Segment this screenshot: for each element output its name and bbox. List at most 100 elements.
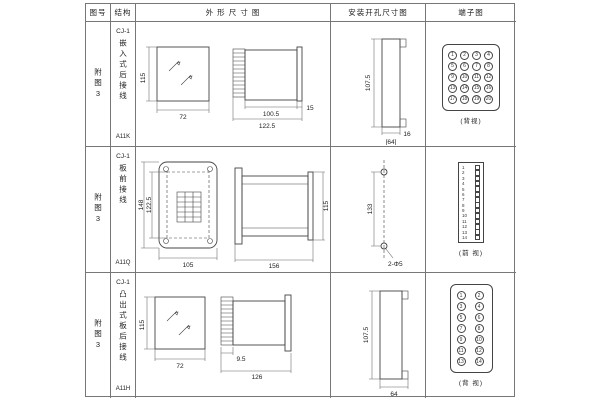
- terminal-slot: 13: [462, 230, 480, 235]
- dim-height-outer: 148: [138, 199, 145, 210]
- terminal-circle: 16: [484, 83, 493, 93]
- dim-height: 115: [140, 72, 147, 83]
- dim-body-length: 100.5: [262, 111, 279, 118]
- terminal-circle: 14: [460, 83, 469, 93]
- terminal-view-label: (背 视): [458, 380, 484, 387]
- mounting-svg-a11h: 107.5 64: [363, 290, 408, 397]
- terminal-circle: 19: [472, 94, 481, 104]
- outline-drawing-row1: 115 72 100.5 15 122.5: [136, 22, 331, 147]
- terminal-circle: 6: [460, 61, 469, 71]
- terminal-circle: 4: [474, 302, 484, 311]
- dim-length: 156: [268, 263, 279, 270]
- terminal-slot: 5: [462, 187, 480, 192]
- structure-row1: CJ-1 嵌入式后接线 A11K: [111, 22, 136, 147]
- mounting-svg-a11k: 107.5 16 [64]: [365, 38, 411, 145]
- terminal-circle: 12: [474, 346, 484, 355]
- dim-hole-span: 133: [367, 203, 374, 214]
- terminal-circle: 9: [448, 72, 457, 82]
- terminal-circle: 10: [460, 72, 469, 82]
- terminal-circle: 5: [448, 61, 457, 71]
- mounting-dimensions: 107.5 64: [363, 290, 408, 397]
- structure-name: 板前接线: [118, 164, 128, 206]
- terminal-circle: 5: [456, 313, 466, 322]
- fig-number: 附图3: [93, 67, 103, 101]
- structure-row2: CJ-1 板前接线 A11Q: [111, 147, 136, 273]
- front-dimensions: 115 72: [139, 296, 205, 370]
- terminal-view-label: (前 视): [458, 249, 484, 257]
- side-dimensions: 156 115: [234, 171, 330, 270]
- terminal-slot: 10: [462, 213, 480, 218]
- hole-pattern: [380, 159, 387, 260]
- structure-name: 凸出式板后接线: [118, 290, 128, 364]
- terminal-circle: 8: [474, 324, 484, 333]
- terminal-slot: 6: [462, 192, 480, 197]
- dim-tail: 15: [306, 105, 314, 112]
- mounting-drawing-row1: 107.5 16 [64]: [331, 22, 426, 147]
- cutout-shape: [381, 38, 406, 128]
- terminal-view-label: (背视): [460, 117, 482, 125]
- dim-height-inner: 122.5: [146, 196, 153, 213]
- dim-mount-height: 107.5: [365, 74, 372, 91]
- dim-length: 126: [251, 374, 262, 381]
- front-view: [158, 161, 217, 248]
- terminal-circle: 9: [456, 335, 466, 344]
- terminal-slot: 2: [462, 170, 480, 175]
- dim-width: 72: [176, 363, 184, 370]
- terminal-circle: 11: [472, 72, 481, 82]
- cutout-shape: [379, 290, 408, 379]
- dim-mount-width: 64: [390, 391, 398, 397]
- terminal-circle: 20: [484, 94, 493, 104]
- terminal-circle: 7: [472, 61, 481, 71]
- terminal-slot: 1: [462, 165, 480, 170]
- dim-mount-width: [64]: [385, 139, 396, 145]
- terminal-circle: 13: [448, 83, 457, 93]
- terminal-circle: 18: [460, 94, 469, 104]
- side-dimensions: 100.5 15 122.5: [232, 97, 314, 130]
- dim-width: 72: [179, 114, 187, 121]
- outline-svg-a11q: 148 122.5 105 156 115: [138, 161, 330, 270]
- front-view: [156, 46, 209, 102]
- terminal-circle: 13: [456, 357, 466, 366]
- terminal-slot: 3: [462, 176, 480, 181]
- terminal-slot: 8: [462, 203, 480, 208]
- terminal-circle: 10: [474, 335, 484, 344]
- header-structure: 结构: [111, 4, 136, 22]
- mounting-dimensions: 133 2-Φ5: [367, 171, 402, 268]
- type-code: A11Q: [115, 260, 131, 266]
- terminal-circle: 1: [448, 50, 457, 60]
- type-code: A11H: [115, 386, 131, 392]
- model-label: CJ-1: [116, 28, 130, 35]
- front-dimensions: 148 122.5 105: [138, 161, 217, 269]
- fig-number: 附图3: [93, 193, 103, 226]
- terminal-slot: 11: [462, 219, 480, 224]
- header-fig-no: 图号: [86, 4, 111, 22]
- dimension-lines: 115 72: [140, 46, 209, 121]
- dim-mount-slot: 16: [403, 131, 411, 138]
- terminal-circle: 3: [456, 302, 466, 311]
- terminal-circle: 17: [448, 94, 457, 104]
- outline-drawing-row2: 148 122.5 105 156 115: [136, 147, 331, 273]
- side-dimensions: 9.5 126: [220, 346, 291, 381]
- dim-pitch: 9.5: [236, 356, 245, 363]
- terminal-circle: 6: [474, 313, 484, 322]
- side-view: [232, 46, 302, 102]
- dim-height: 115: [139, 319, 146, 330]
- model-label: CJ-1: [116, 153, 130, 160]
- front-view: [154, 296, 205, 349]
- terminal-circle: 7: [456, 324, 466, 333]
- fig-label-row3: 附图3: [86, 273, 111, 398]
- mounting-dimensions: 107.5 16 [64]: [365, 38, 411, 145]
- terminal-circle: 8: [484, 61, 493, 71]
- header-terminal: 端子图: [426, 4, 516, 22]
- side-view: [234, 167, 313, 244]
- terminal-circle: 2: [474, 291, 484, 300]
- terminal-circle: 11: [456, 346, 466, 355]
- header-mounting: 安装开孔尺寸图: [331, 4, 426, 22]
- fig-number: 附图3: [93, 319, 103, 352]
- mounting-drawing-row2: 133 2-Φ5: [331, 147, 426, 273]
